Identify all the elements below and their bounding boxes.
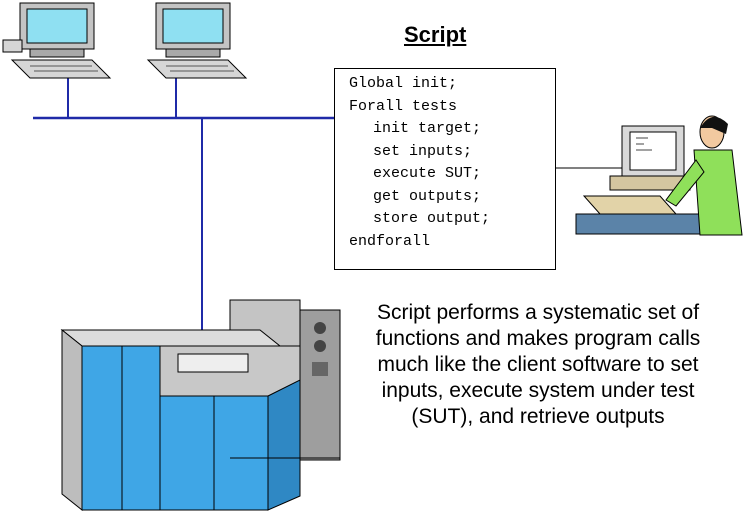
script-line: store output; [373, 210, 491, 227]
caption-line: (SUT), and retrieve outputs [411, 405, 665, 428]
script-title: Script [404, 22, 467, 47]
script-line: execute SUT; [373, 165, 482, 182]
script-line: get outputs; [373, 187, 482, 205]
caption-line: Script performs a systematic set of [376, 301, 700, 324]
script-line: init target; [373, 120, 482, 137]
caption-line: much like the client software to set [377, 353, 699, 376]
script-line: endforall [349, 232, 431, 250]
caption-line: functions and makes program calls [375, 327, 701, 350]
workstation-icon [146, 2, 248, 79]
script-line: Forall tests [349, 97, 458, 115]
workstation-icon [2, 2, 112, 79]
mainframe-server-icon [60, 299, 341, 512]
caption: Script performs a systematic set of func… [338, 300, 738, 430]
script-line: Global init; [349, 75, 458, 92]
script-box: Global init; Forall tests init target; s… [334, 68, 556, 270]
caption-line: inputs, execute system under test [381, 379, 695, 402]
user-at-terminal-icon [575, 115, 743, 236]
script-line: set inputs; [373, 142, 473, 160]
